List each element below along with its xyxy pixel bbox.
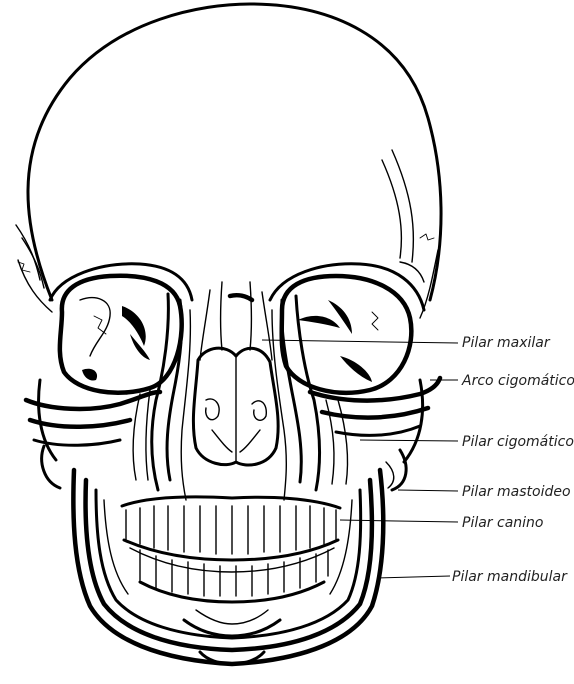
upper-teeth	[122, 497, 340, 560]
leader-pilar-cigomatico	[360, 440, 458, 441]
leader-pilar-canino	[340, 520, 458, 522]
label-arco-cigomatico: Arco cigomático	[461, 373, 574, 389]
label-pilar-canino: Pilar canino	[462, 515, 543, 531]
left-orbit	[50, 264, 192, 393]
leader-pilar-mastoideo	[398, 490, 458, 491]
labels: Pilar maxilar Arco cigomático Pilar cigo…	[452, 335, 574, 585]
label-pilar-mastoideo: Pilar mastoideo	[462, 484, 571, 500]
leader-pilar-mandibular	[378, 576, 450, 578]
right-orbit	[270, 264, 424, 393]
facial-buttresses	[26, 282, 440, 500]
lower-teeth	[130, 548, 334, 602]
leader-pilar-maxilar	[262, 340, 458, 343]
label-pilar-cigomatico: Pilar cigomático	[462, 434, 574, 450]
label-pilar-maxilar: Pilar maxilar	[462, 335, 551, 351]
label-pilar-mandibular: Pilar mandibular	[452, 569, 568, 585]
cranium	[16, 4, 441, 318]
